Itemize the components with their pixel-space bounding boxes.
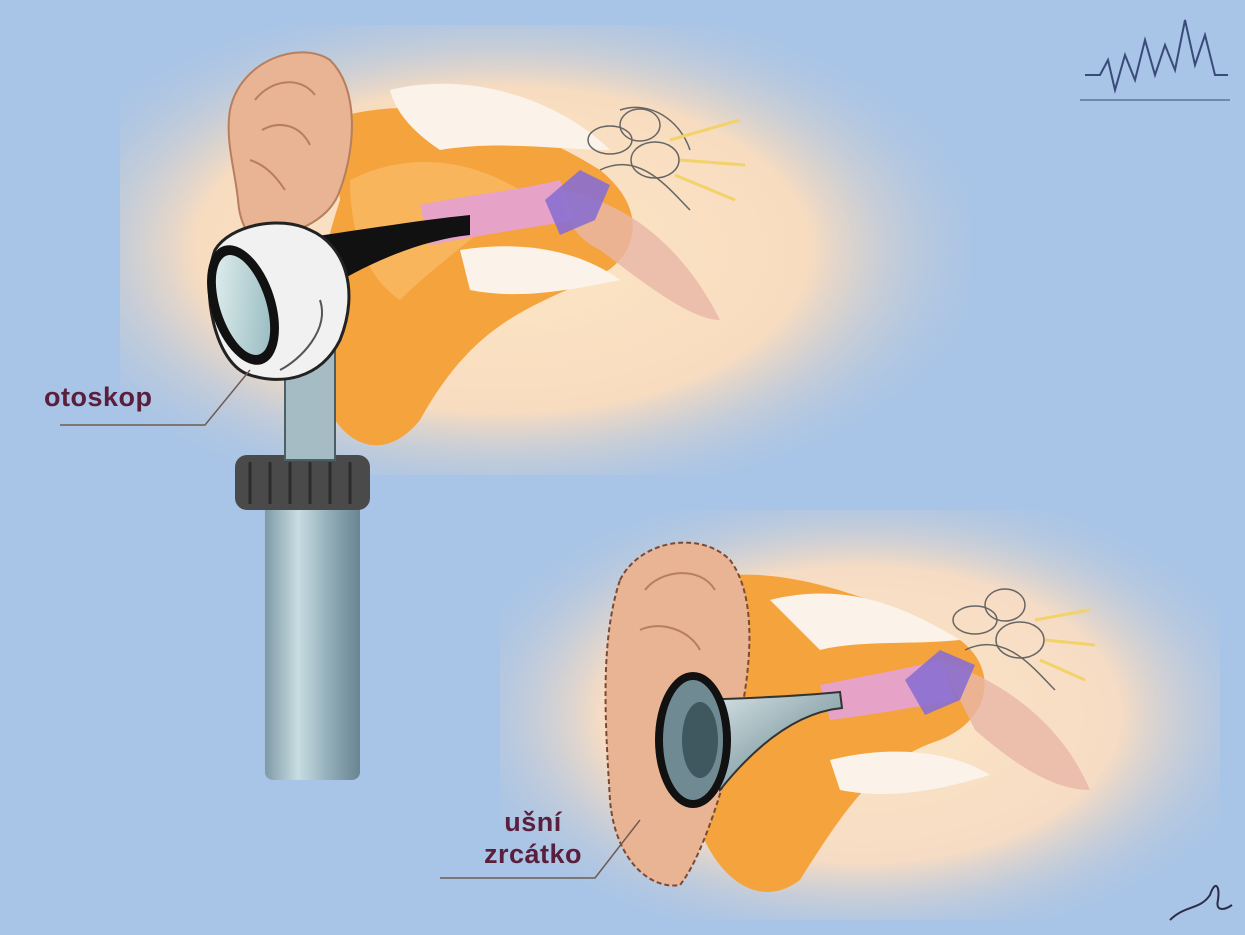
otoscope-handle <box>265 500 360 780</box>
ear-speculum-label: ušní zrcátko <box>478 806 588 870</box>
ear-speculum-label-line2: zrcátko <box>478 838 588 870</box>
otoskop-label: otoskop <box>44 381 153 413</box>
ear-speculum-label-line1: ušní <box>478 806 588 838</box>
